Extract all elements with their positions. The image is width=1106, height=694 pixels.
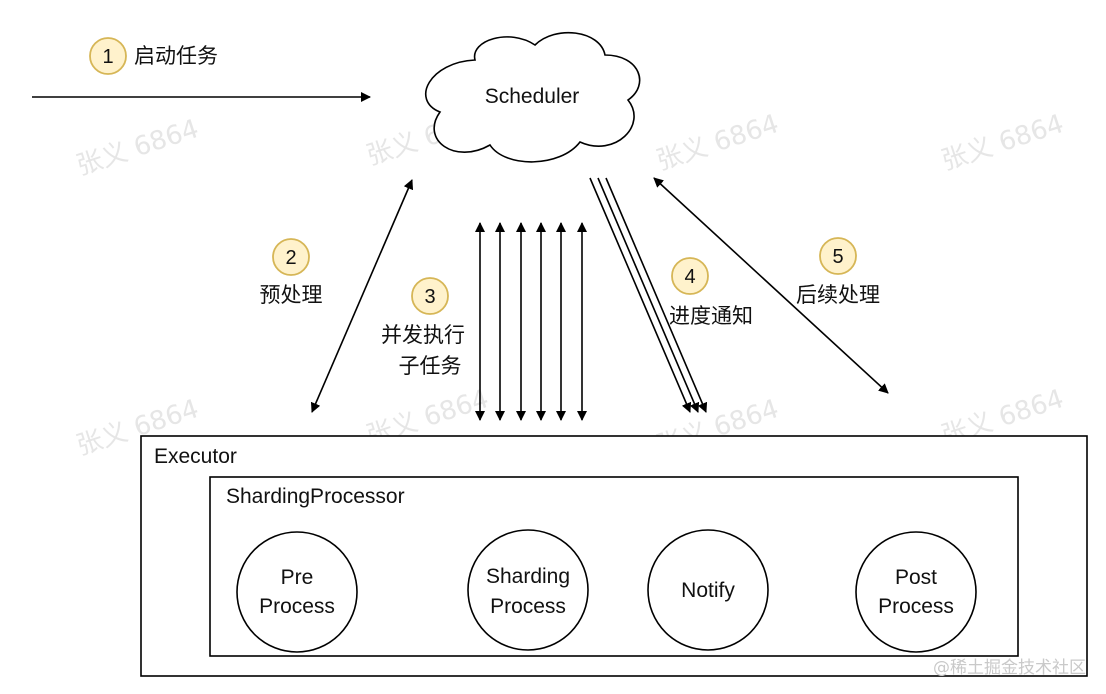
post-process-circle bbox=[855, 531, 977, 653]
watermark: 张义 6864 bbox=[938, 109, 1068, 177]
pre-process-circle bbox=[236, 531, 358, 653]
step-1-label: 启动任务 bbox=[134, 45, 218, 68]
watermark: 张义 6864 bbox=[653, 109, 783, 177]
step-2-label: 预处理 bbox=[260, 284, 323, 307]
pre-process-line2: Process bbox=[259, 595, 335, 618]
step-3-label-line2: 子任务 bbox=[399, 355, 462, 378]
executor-box: Executor ShardingProcessor Pre Process S… bbox=[140, 435, 1088, 677]
watermarks: 张义 6864 张义 6864 张义 6864 张义 6864 张义 6864 … bbox=[73, 104, 1068, 462]
sharding-processor-label: ShardingProcessor bbox=[226, 485, 405, 508]
notify-arrow bbox=[605, 177, 708, 413]
step-5: 5 后续处理 bbox=[653, 177, 889, 394]
step-2: 2 预处理 bbox=[260, 179, 414, 413]
step-4: 4 进度通知 bbox=[589, 177, 753, 413]
preprocess-arrow bbox=[310, 179, 414, 413]
pre-process-line1: Pre bbox=[281, 566, 314, 589]
sharding-process-node: Sharding Process bbox=[467, 529, 589, 651]
pre-process-node: Pre Process bbox=[236, 531, 358, 653]
notify-label: Notify bbox=[681, 579, 735, 602]
step-2-number: 2 bbox=[285, 247, 296, 269]
notify-circle bbox=[647, 529, 769, 651]
step-5-label: 后续处理 bbox=[796, 284, 880, 307]
watermark: 张义 6864 bbox=[73, 114, 203, 182]
step-4-number: 4 bbox=[684, 266, 695, 288]
footer-credit: @稀土掘金技术社区 bbox=[933, 658, 1086, 678]
notify-arrow bbox=[597, 177, 700, 413]
sharding-process-circle bbox=[467, 529, 589, 651]
step-3-badge bbox=[411, 277, 449, 315]
step-4-label: 进度通知 bbox=[669, 305, 753, 328]
post-process-arrow bbox=[653, 177, 889, 394]
post-process-line1: Post bbox=[895, 566, 937, 589]
cloud-shape bbox=[425, 31, 641, 163]
step-1-number: 1 bbox=[102, 46, 113, 68]
sharding-process-line2: Process bbox=[490, 595, 566, 618]
executor-label: Executor bbox=[154, 445, 237, 468]
parallel-arrows bbox=[475, 222, 587, 421]
step-3: 3 并发执行 子任务 bbox=[381, 222, 587, 421]
progress-notify-arrows bbox=[589, 177, 708, 413]
sharding-process-line1: Sharding bbox=[486, 565, 570, 588]
post-process-line2: Process bbox=[878, 595, 954, 618]
scheduler-label: Scheduler bbox=[485, 85, 580, 108]
post-process-node: Post Process bbox=[855, 531, 977, 653]
notify-arrow bbox=[589, 177, 692, 413]
step-2-badge bbox=[272, 238, 310, 276]
step-5-number: 5 bbox=[832, 246, 843, 268]
sharding-processor-box: ShardingProcessor Pre Process Sharding P… bbox=[209, 476, 1019, 657]
step-3-label-line1: 并发执行 bbox=[381, 324, 465, 347]
step-1: 1 启动任务 bbox=[32, 37, 371, 102]
step-3-number: 3 bbox=[424, 286, 435, 308]
scheduler-cloud: Scheduler bbox=[425, 31, 641, 163]
step-1-badge bbox=[89, 37, 127, 75]
notify-node: Notify bbox=[647, 529, 769, 651]
